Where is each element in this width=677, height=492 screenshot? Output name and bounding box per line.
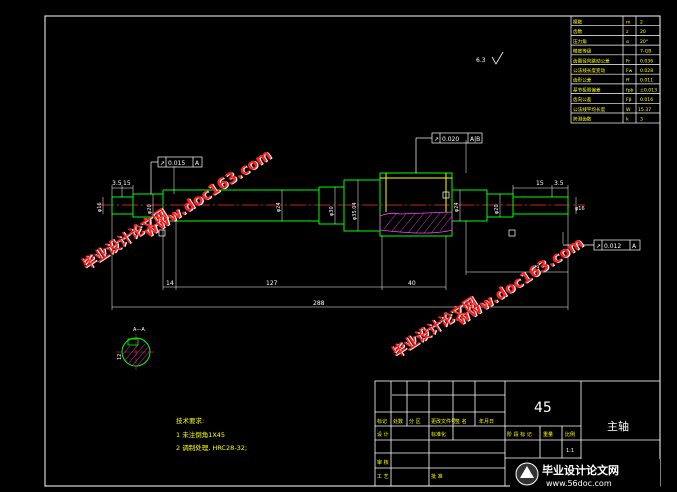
table-row-symbol: fpb [626, 87, 634, 93]
dim-3-5-left: 3.5 [112, 180, 122, 187]
part-name: 主轴 [607, 419, 629, 433]
dim-35: φ35.04 [352, 202, 358, 220]
logo-icon [520, 466, 534, 478]
table-row-symbol: Fw [626, 68, 633, 74]
dim-24: φ24 [276, 202, 282, 212]
table-row-label: 模数 [573, 19, 583, 26]
title-block-cell: 更改文件号 [431, 418, 456, 425]
dim-24-b: φ24 [454, 202, 460, 212]
tolerance-symbol: ↗ [434, 136, 439, 143]
dim-127: 127 [266, 280, 278, 287]
tolerance-datum: A [632, 243, 637, 250]
dim-53: 53 [532, 265, 540, 272]
tolerance-value: 0.015 [168, 160, 185, 167]
section-dim: 12 [117, 354, 123, 360]
tolerance-symbol: ↗ [596, 243, 601, 250]
roughness-value: 6.3 [476, 57, 486, 64]
table-row-value: ±0.013 [640, 87, 657, 93]
stage-label: 阶 段 标 记 [507, 431, 532, 438]
dim-15-right: 15 [536, 180, 544, 187]
footer-logo-url: www.56doc.com [546, 479, 612, 488]
table-row-value: 20 [640, 29, 646, 35]
table-row-value: 2 [640, 20, 643, 26]
dim-20-left: φ20 [147, 204, 153, 214]
title-block-cell: 设 计 [377, 431, 389, 438]
tolerance-value: 0.012 [604, 243, 621, 250]
gear-parameter-table [570, 15, 661, 124]
roughness-symbol [491, 51, 504, 65]
dim-16-left: φ16 [97, 202, 103, 212]
title-block-cell: 标记 [377, 418, 387, 425]
section-view: A—A 12 [116, 327, 156, 370]
notes-title: 技术要求: [176, 416, 204, 425]
dim-288: 288 [313, 300, 325, 307]
table-row-value: 15.37 [638, 107, 651, 113]
table-row-label: 跨测齿数 [573, 116, 592, 123]
section-label: A—A [133, 327, 145, 333]
table-row-value: 0.011 [640, 78, 653, 84]
table-row-label: 公法线平均长度 [573, 106, 606, 113]
title-block-grid [374, 380, 661, 487]
table-row-label: 齿数 [573, 28, 583, 35]
gear-hatch [379, 211, 453, 234]
table-row-symbol: z [626, 30, 629, 35]
table-row-label: 压力角 [573, 38, 587, 45]
title-block-cell: 批 准 [431, 473, 443, 480]
dim-15-left: 15 [123, 180, 131, 187]
stage-label: 比例 [565, 431, 575, 438]
scale-value: 1:1 [566, 448, 574, 454]
title-block-cell: 签 名 [455, 418, 467, 425]
table-row-symbol: k [626, 117, 629, 123]
tolerance-datum: A|B [470, 136, 480, 143]
dim-3-5-right: 3.5 [554, 180, 564, 187]
dimension-lines [102, 140, 577, 310]
title-block-cell: 审 核 [377, 459, 389, 466]
dim-40: 40 [408, 280, 416, 287]
table-row-symbol: Fβ [626, 97, 632, 103]
note-item: 2 调制处理, HRC28-32; [176, 443, 247, 452]
stage-label: 重量 [543, 431, 553, 438]
title-block-cell: 年月日 [479, 418, 494, 425]
table-row-value: 0.016 [640, 97, 653, 103]
table-row-symbol: m [626, 21, 631, 26]
note-item: 1 未注倒角1X45 [176, 430, 225, 439]
footer-logo-text: 毕业设计论文网 [542, 463, 619, 477]
table-row-symbol: α [626, 40, 629, 45]
tolerance-top-left: ↗ 0.015 A [150, 156, 203, 194]
table-row-label: 公法线长度变动 [573, 67, 606, 74]
title-block-cell: 工 艺 [377, 474, 389, 480]
dim-14: 14 [166, 280, 174, 287]
table-row-value: 7-GB [640, 49, 651, 55]
table-row-value: 3 [640, 117, 643, 123]
title-block-cell: 分 区 [409, 418, 421, 425]
dim-20-right: φ20 [494, 204, 500, 214]
datum-markers [158, 191, 516, 237]
title-block-cell: 处数 [393, 418, 403, 425]
table-row-symbol: Fr [626, 58, 630, 64]
table-row-label: 齿圈径向跳动公差 [573, 57, 610, 64]
table-row-symbol: W [626, 107, 631, 113]
tolerance-datum: A [195, 160, 200, 167]
dim-30: φ30 [329, 206, 335, 216]
tolerance-gear: ↗ 0.020 A|B [415, 132, 483, 173]
table-row-label: 精度等级 [573, 48, 592, 55]
table-row-symbol: ff [626, 78, 630, 84]
tolerance-value: 0.020 [442, 136, 459, 143]
table-row-value: 20° [640, 39, 648, 45]
tolerance-right: ↗ 0.012 A [563, 239, 641, 251]
table-row-value: 0.036 [640, 58, 653, 64]
table-row-label: 齿向公差 [573, 96, 592, 103]
footer-logo: 毕业设计论文网 www.56doc.com [510, 459, 660, 489]
tolerance-symbol: ↗ [160, 160, 165, 167]
drawing-frame [44, 15, 661, 487]
gear-body [380, 173, 452, 212]
table-row-value: 0.028 [640, 68, 653, 74]
table-row-label: 基节极限偏差 [573, 86, 601, 93]
title-block-cell: 标准化 [431, 431, 446, 438]
table-row-label: 齿形公差 [573, 77, 592, 84]
dim-16-right: φ16 [575, 206, 585, 212]
part-number: 45 [534, 400, 552, 416]
